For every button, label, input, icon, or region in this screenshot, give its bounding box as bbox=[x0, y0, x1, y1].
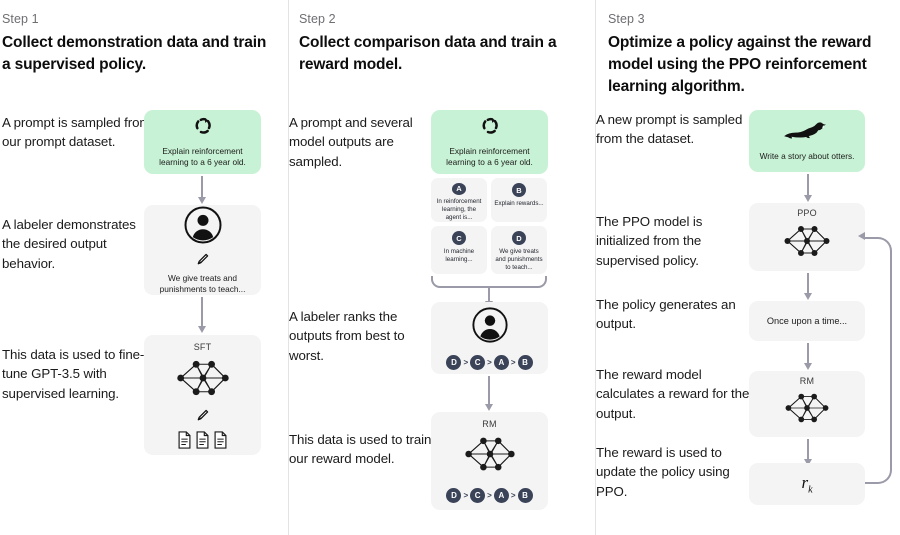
card-badge: B bbox=[512, 183, 526, 197]
step-2-arrow-1 bbox=[488, 288, 490, 302]
step-2-narrative-1: A prompt and several model outputs are s… bbox=[289, 115, 413, 169]
card-badge: A bbox=[452, 183, 466, 195]
document-icon bbox=[214, 430, 227, 449]
rank-separator: > bbox=[510, 358, 516, 367]
step-1-arrow-1 bbox=[201, 176, 203, 198]
step-3-column: Step 3 Optimize a policy against the rew… bbox=[595, 0, 900, 535]
card-text: In reinforcement learning, the agent is.… bbox=[436, 197, 482, 221]
rank-badge: B bbox=[517, 355, 533, 370]
step-2-prompt-text: Explain reinforcement learning to a 6 ye… bbox=[446, 145, 533, 167]
rank-badge: C bbox=[470, 355, 486, 370]
step-2-rm-caption: RM bbox=[482, 419, 497, 429]
neural-network-icon bbox=[172, 354, 234, 407]
step-3-ppo-caption: PPO bbox=[797, 207, 817, 218]
otter-icon bbox=[781, 120, 833, 147]
pencil-icon bbox=[195, 252, 210, 272]
step-3-rm-box[interactable]: RM bbox=[749, 371, 865, 437]
step-3-arrow-1 bbox=[807, 174, 809, 196]
rank-separator: > bbox=[487, 358, 492, 367]
step-3-reward-box[interactable]: rk bbox=[749, 463, 865, 505]
step-1-labeler-box[interactable]: We give treats and punishments to teach.… bbox=[144, 205, 261, 295]
step-3-output-box[interactable]: Once upon a time... bbox=[749, 301, 865, 341]
step-1-arrow-2 bbox=[201, 297, 203, 327]
step-1-sft-box[interactable]: SFT bbox=[144, 335, 261, 455]
step-2-narrative-2: A labeler ranks the outputs from best to… bbox=[289, 309, 405, 363]
step-3-narrative-5: The reward is used to update the policy … bbox=[596, 445, 730, 499]
step-2-rm-box[interactable]: RM bbox=[431, 412, 548, 510]
step-1-labeler-text: We give treats and punishments to teach.… bbox=[159, 272, 246, 294]
step-3-arrow-3 bbox=[807, 343, 809, 364]
ppo-feedback-arrowhead bbox=[858, 232, 865, 240]
rank-badge: C bbox=[470, 488, 486, 503]
step-3-arrow-2 bbox=[807, 273, 809, 294]
step-3-prompt-text: Write a story about otters. bbox=[759, 150, 855, 161]
step-1-prompt-box[interactable]: Explain reinforcement learning to a 6 ye… bbox=[144, 110, 261, 174]
sparkle-circle-icon bbox=[193, 116, 213, 141]
step-2-title: Collect comparison data and train a rewa… bbox=[299, 34, 557, 73]
neural-network-icon bbox=[778, 220, 836, 267]
step-2-output-cards: A In reinforcement learning, the agent i… bbox=[431, 178, 547, 274]
card-text: Explain rewards... bbox=[494, 200, 544, 207]
card-text: In machine learning... bbox=[443, 248, 475, 264]
step-1-column: Step 1 Collect demonstration data and tr… bbox=[0, 0, 288, 535]
card-text: We give treats and punishments to teach.… bbox=[495, 248, 543, 272]
rank-badge: A bbox=[493, 355, 509, 370]
step-2-ranking: D > C > A > B bbox=[446, 355, 533, 370]
step-2-arrow-2 bbox=[488, 376, 490, 405]
rank-separator: > bbox=[487, 491, 492, 500]
step-2-rm-ranking: D > C > A > B bbox=[446, 488, 533, 503]
step-1-narrative-3: This data is used to fine-tune GPT-3.5 w… bbox=[2, 347, 145, 401]
step-1-title: Collect demonstration data and train a s… bbox=[2, 34, 267, 73]
step-2-brace bbox=[431, 276, 547, 288]
step-3-narrative-1: A new prompt is sampled from the dataset… bbox=[596, 112, 743, 147]
person-circle-icon bbox=[471, 306, 509, 349]
output-card-a[interactable]: A In reinforcement learning, the agent i… bbox=[431, 178, 487, 222]
step-3-ppo-box[interactable]: PPO bbox=[749, 203, 865, 271]
step-3-output-text: Once upon a time... bbox=[766, 316, 848, 326]
step-1-prompt-text: Explain reinforcement learning to a 6 ye… bbox=[159, 145, 246, 167]
rank-badge: B bbox=[517, 488, 533, 503]
step-2-labeler-box[interactable]: D > C > A > B bbox=[431, 302, 548, 374]
neural-network-icon bbox=[778, 388, 836, 433]
card-badge: C bbox=[452, 231, 466, 245]
step-3-rm-caption: RM bbox=[799, 375, 815, 386]
rank-badge: D bbox=[446, 355, 462, 370]
reward-symbol: rk bbox=[801, 472, 813, 496]
step-3-arrow-4 bbox=[807, 439, 809, 460]
step-1-narrative-2: A labeler demonstrates the desired outpu… bbox=[2, 217, 136, 271]
step-3-title: Optimize a policy against the reward mod… bbox=[608, 34, 872, 95]
step-3-label: Step 3 bbox=[608, 12, 645, 26]
output-card-c[interactable]: C In machine learning... bbox=[431, 226, 487, 274]
step-3-narrative-4: The reward model calculates a reward for… bbox=[596, 367, 750, 421]
document-icons bbox=[177, 430, 228, 449]
step-1-sft-caption: SFT bbox=[193, 341, 212, 352]
step-2-column: Step 2 Collect comparison data and train… bbox=[288, 0, 595, 535]
card-badge: D bbox=[512, 231, 526, 245]
sparkle-circle-icon bbox=[480, 116, 500, 141]
rank-separator: > bbox=[510, 491, 516, 500]
ppo-feedback-loop bbox=[865, 237, 892, 484]
person-circle-icon bbox=[183, 205, 223, 250]
rank-separator: > bbox=[463, 358, 469, 367]
document-icon bbox=[196, 430, 209, 449]
output-card-b[interactable]: B Explain rewards... bbox=[491, 178, 547, 222]
step-2-label: Step 2 bbox=[299, 12, 336, 26]
rank-badge: D bbox=[446, 488, 462, 503]
step-3-prompt-box[interactable]: Write a story about otters. bbox=[749, 110, 865, 172]
output-card-d[interactable]: D We give treats and punishments to teac… bbox=[491, 226, 547, 274]
document-icon bbox=[178, 430, 191, 449]
step-2-narrative-3: This data is used to train our reward mo… bbox=[289, 432, 432, 467]
rank-separator: > bbox=[463, 491, 469, 500]
step-1-narrative-1: A prompt is sampled from our prompt data… bbox=[2, 115, 151, 150]
rank-badge: A bbox=[493, 488, 509, 503]
step-3-narrative-3: The policy generates an output. bbox=[596, 297, 736, 332]
step-3-narrative-2: The PPO model is initialized from the su… bbox=[596, 214, 703, 268]
neural-network-icon bbox=[459, 431, 521, 482]
pencil-icon bbox=[195, 408, 210, 428]
step-1-label: Step 1 bbox=[2, 12, 39, 26]
step-2-prompt-box[interactable]: Explain reinforcement learning to a 6 ye… bbox=[431, 110, 548, 174]
